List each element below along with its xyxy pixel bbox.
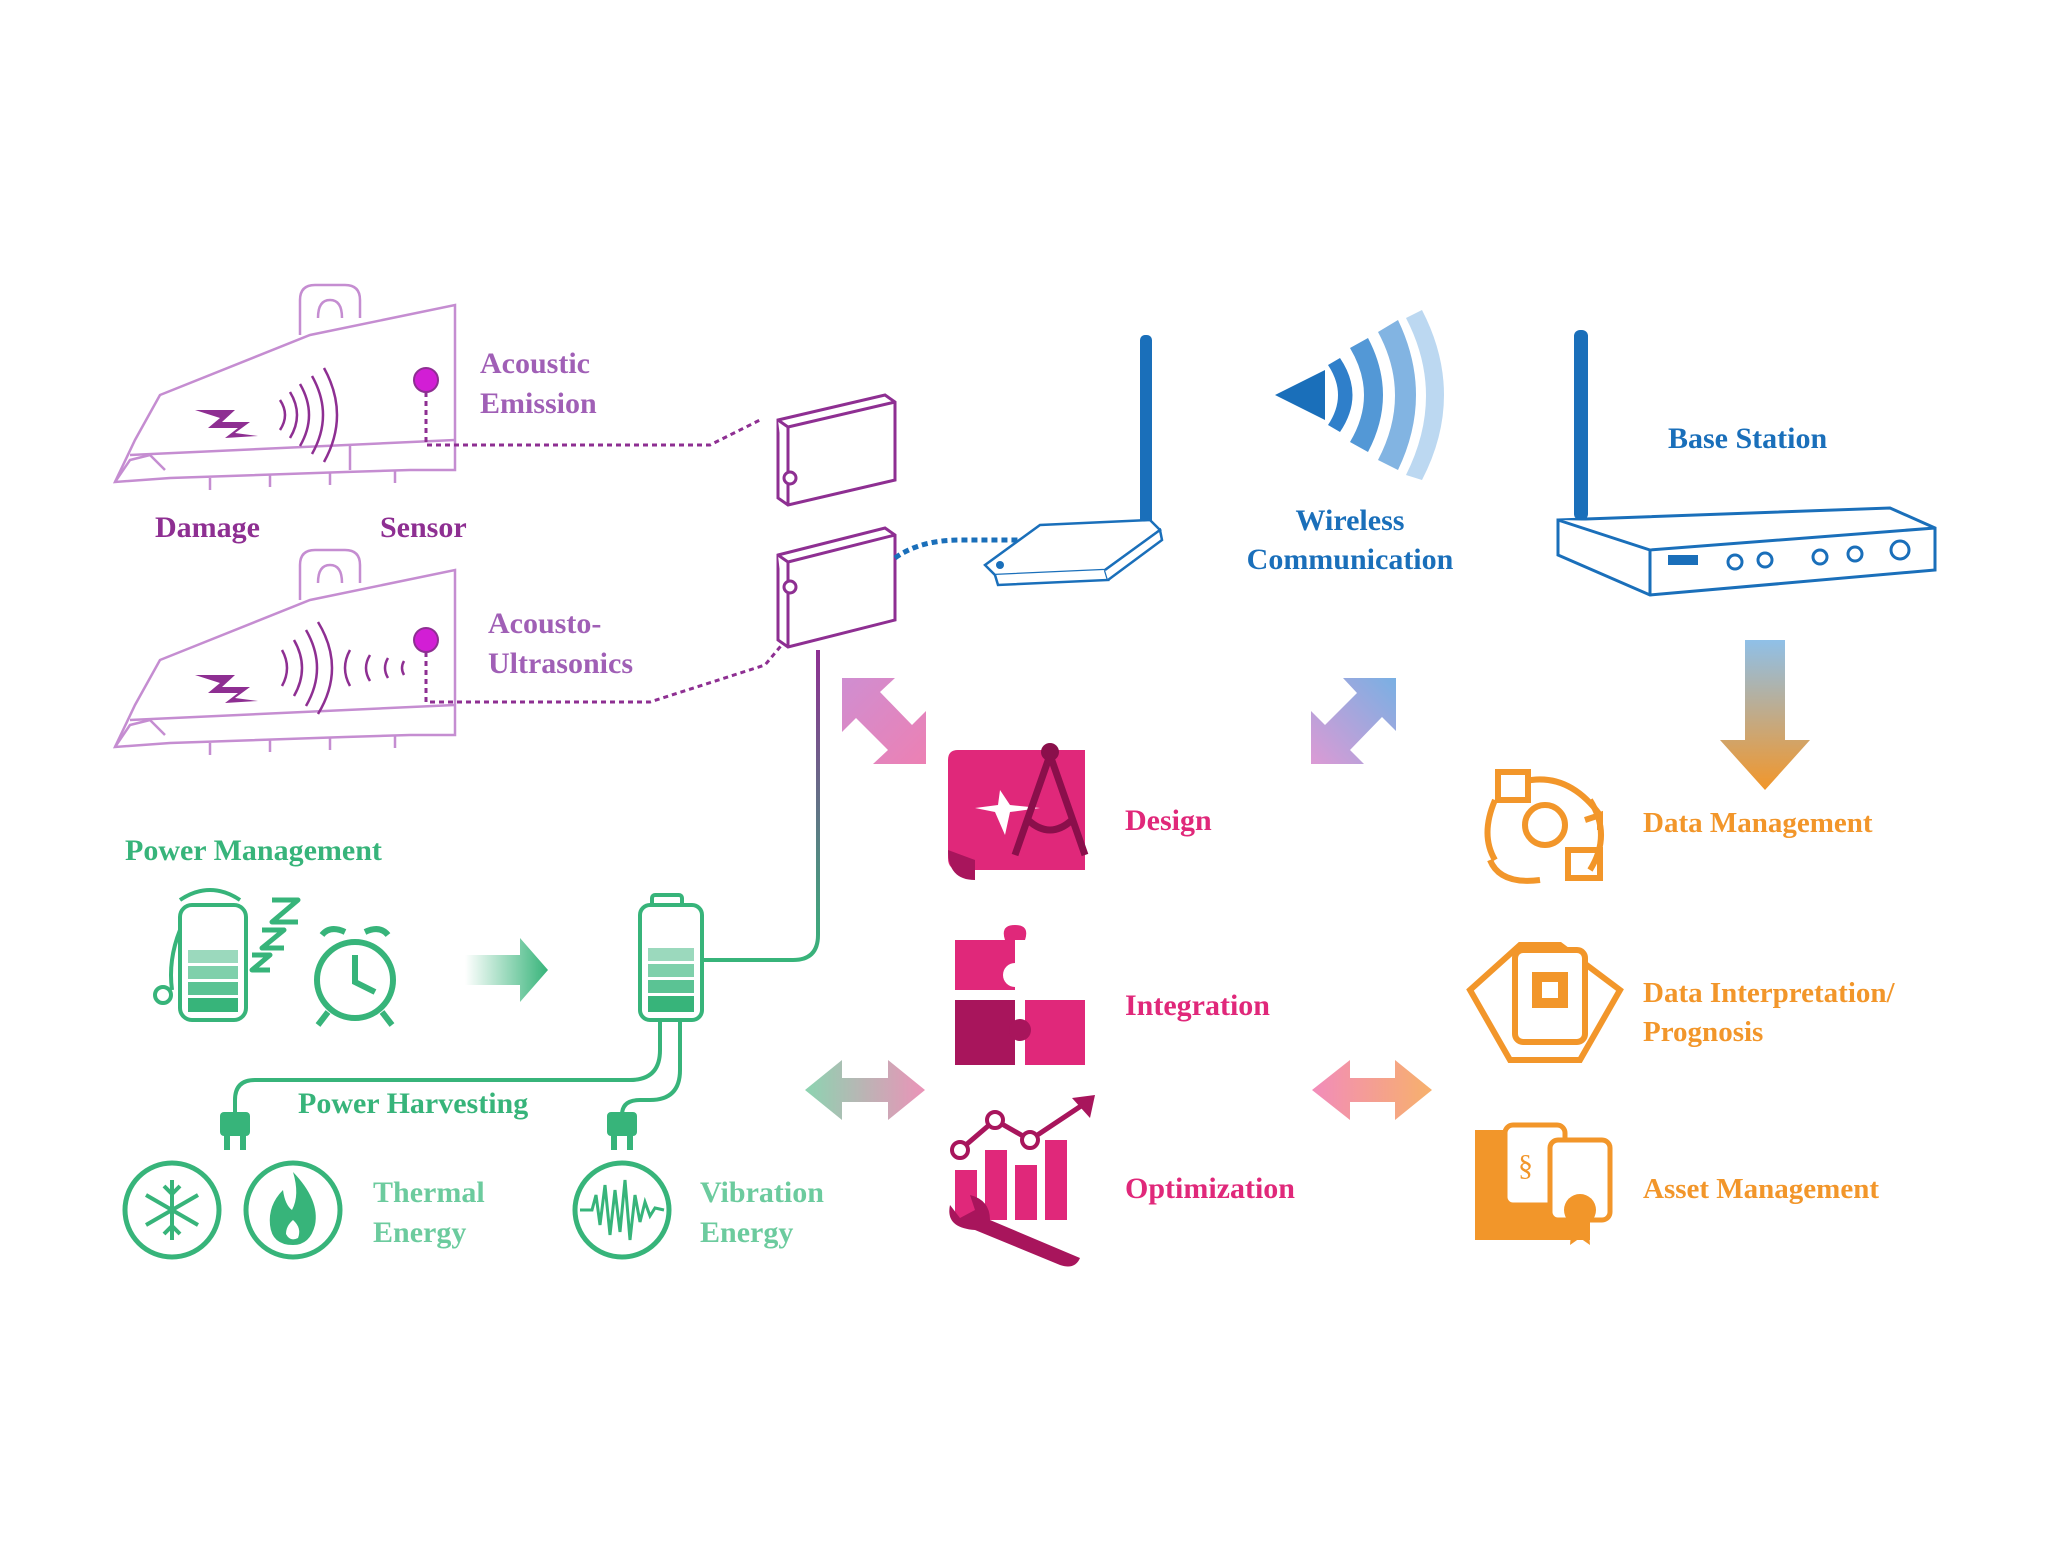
label-power-management: Power Management — [125, 834, 382, 867]
integration-puzzle-icon — [955, 925, 1085, 1065]
sensor-dot-top — [413, 367, 439, 393]
data-interpretation-chip-icon — [1466, 942, 1624, 1063]
svg-text:Energy: Energy — [373, 1216, 466, 1249]
label-optimization: Optimization — [1125, 1172, 1295, 1205]
label-power-harvesting: Power Harvesting — [298, 1087, 528, 1120]
wireless-signal-icon — [1275, 310, 1444, 480]
sleep-zzz-icon — [249, 897, 301, 973]
alarm-clock-icon — [314, 926, 396, 1027]
power-plug-icon-right — [607, 1112, 637, 1150]
damage-lightning-icon-2 — [195, 675, 258, 703]
sensor-dot-bottom — [413, 627, 439, 653]
label-acousto-ultrasonics: Acousto- Ultrasonics — [488, 607, 633, 680]
label-data-interpretation: Data Interpretation/ Prognosis — [1643, 977, 1896, 1048]
harvest-wire-right — [620, 1020, 682, 1116]
svg-text:Thermal: Thermal — [373, 1176, 485, 1209]
transmitter-device — [983, 335, 1164, 587]
svg-text:Energy: Energy — [700, 1216, 793, 1249]
sensor-wire-top — [424, 392, 761, 447]
label-design: Design — [1125, 804, 1212, 837]
acoustic-wave-icon — [278, 367, 339, 463]
arrow-green-pink — [805, 1060, 925, 1120]
asset-management-folder-icon: § — [1475, 1122, 1613, 1245]
label-vibration-energy: Vibration Energy — [700, 1176, 824, 1249]
label-integration: Integration — [1125, 989, 1270, 1022]
svg-text:Ultrasonics: Ultrasonics — [488, 647, 633, 680]
base-station-router — [1556, 330, 1937, 597]
battery-icon — [638, 893, 704, 1022]
svg-text:Acousto-: Acousto- — [488, 607, 601, 640]
sensor-node-top — [776, 393, 897, 507]
data-management-cycle-icon — [1484, 769, 1604, 884]
sleeping-battery-icon — [153, 888, 248, 1022]
arrow-node-design — [842, 678, 926, 764]
svg-text:Acoustic: Acoustic — [480, 347, 590, 380]
arrow-power-management — [465, 938, 548, 1002]
arrow-pink-orange — [1312, 1060, 1432, 1120]
svg-text:§: § — [1518, 1149, 1533, 1182]
wing-panel-top — [112, 283, 457, 490]
harvest-wire-left — [233, 1020, 662, 1115]
node-to-transmitter-link — [893, 537, 1020, 561]
ultrasonic-wave-icon — [280, 621, 406, 715]
wing-panel-bottom — [112, 548, 457, 755]
svg-text:Data Interpretation/: Data Interpretation/ — [1643, 977, 1896, 1009]
label-acoustic-emission: Acoustic Emission — [480, 347, 597, 420]
node-to-battery-wire — [702, 650, 820, 962]
label-damage: Damage — [155, 511, 260, 544]
power-plug-icon-left — [220, 1112, 250, 1150]
vibration-wave-icon — [572, 1160, 672, 1260]
arrow-wireless-design — [1311, 678, 1396, 764]
cold-snowflake-icon — [122, 1160, 222, 1260]
svg-text:Wireless: Wireless — [1296, 504, 1405, 537]
sensor-node-bottom — [776, 526, 897, 649]
label-wireless-communication: Wireless Communication — [1247, 504, 1454, 576]
design-blueprint-icon — [948, 743, 1089, 880]
svg-text:Prognosis: Prognosis — [1643, 1016, 1763, 1048]
sensor-wire-bottom — [424, 634, 792, 704]
label-thermal-energy: Thermal Energy — [373, 1176, 485, 1249]
damage-lightning-icon — [195, 410, 258, 438]
svg-text:Vibration: Vibration — [700, 1176, 824, 1209]
svg-text:Emission: Emission — [480, 387, 597, 420]
label-base-station: Base Station — [1668, 422, 1828, 455]
svg-text:Communication: Communication — [1247, 543, 1454, 576]
label-sensor: Sensor — [380, 511, 467, 544]
optimization-chart-icon — [949, 1095, 1095, 1267]
label-data-management: Data Management — [1643, 807, 1873, 839]
label-asset-management: Asset Management — [1643, 1173, 1879, 1205]
arrow-base-to-data — [1720, 640, 1810, 790]
heat-flame-icon — [243, 1160, 343, 1260]
